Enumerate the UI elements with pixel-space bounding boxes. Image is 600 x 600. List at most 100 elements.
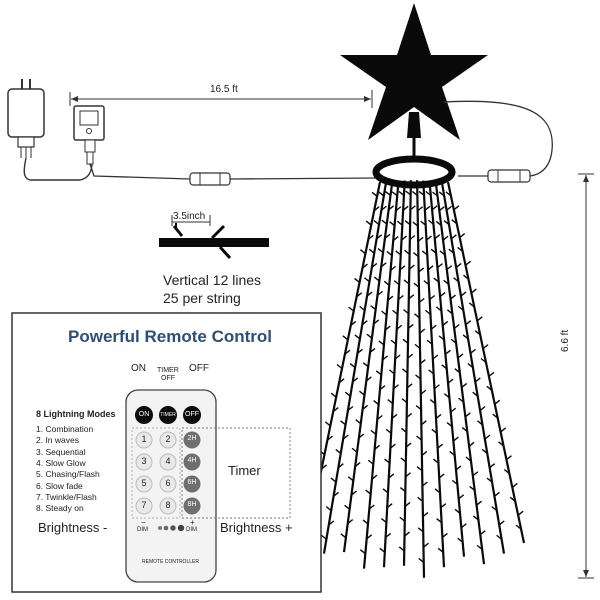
bulb: [351, 490, 357, 496]
mode-button-label: 2: [165, 434, 171, 444]
bulb: [370, 305, 377, 311]
bulb: [494, 399, 501, 405]
bulb: [491, 506, 498, 512]
bulb: [396, 220, 403, 226]
mode-button-2[interactable]: [159, 431, 177, 449]
mode-button-3[interactable]: [135, 453, 153, 471]
bulb: [371, 474, 378, 480]
bulb: [365, 220, 372, 226]
length-label: 16.5 ft: [210, 84, 238, 95]
bulb: [401, 398, 408, 404]
bulb: [446, 309, 453, 315]
top-ring: [372, 155, 456, 189]
bulb: [358, 433, 365, 439]
bulb: [403, 309, 409, 315]
mode-button-1[interactable]: [135, 431, 153, 449]
bulb: [453, 277, 459, 283]
mode-button-label: 3: [141, 456, 147, 466]
bulb: [384, 233, 391, 239]
mode-list-item: 4. Slow Glow: [36, 457, 86, 468]
bulb-spacing-illustration: [159, 215, 269, 260]
timer-button-8H[interactable]: [183, 497, 201, 515]
bulb: [368, 504, 375, 510]
timer-button-4H[interactable]: [183, 453, 201, 471]
bulb: [380, 262, 387, 268]
bulb: [509, 496, 516, 502]
bulb: [461, 427, 468, 433]
bulb: [332, 406, 339, 413]
on-button[interactable]: ON: [138, 411, 150, 418]
bulb: [464, 412, 471, 418]
bulb: [453, 323, 460, 330]
bulb: [454, 508, 461, 514]
bulb: [405, 190, 412, 196]
bulb: [321, 464, 327, 470]
bulb: [376, 414, 383, 421]
bulb: [460, 291, 467, 297]
bulb: [381, 219, 388, 225]
bulb: [389, 443, 396, 449]
mode-list-item: 2. In waves: [36, 435, 79, 446]
mode-button-7[interactable]: [135, 497, 153, 515]
brightness-minus-label: Brightness -: [38, 520, 108, 535]
bulb: [437, 443, 444, 449]
timer-button-6H[interactable]: [183, 475, 201, 493]
dim-minus-symbol: −: [141, 518, 146, 527]
mode-button-label: 8: [165, 500, 171, 510]
bulb: [429, 399, 436, 405]
bulb: [452, 436, 459, 442]
bulb: [438, 206, 445, 212]
mode-button-5[interactable]: [135, 475, 153, 493]
bulb: [419, 359, 426, 365]
timer-button-2H[interactable]: [183, 431, 201, 449]
timer-button[interactable]: TIMER: [160, 412, 176, 418]
bulb: [365, 489, 372, 495]
bulb: [418, 267, 425, 273]
bulb: [462, 334, 469, 340]
mode-button-4[interactable]: [159, 453, 177, 471]
bulb: [377, 248, 384, 254]
mode-button-8[interactable]: [159, 497, 177, 515]
timer-off-callout-2: OFF: [161, 375, 175, 382]
bulb: [373, 319, 380, 325]
bulb: [417, 527, 424, 533]
bulb: [381, 310, 388, 316]
bulb: [457, 537, 464, 543]
bulb: [375, 370, 382, 376]
bulb: [426, 235, 432, 241]
bulb: [403, 279, 410, 285]
bulb: [421, 250, 428, 256]
bulb: [437, 547, 444, 553]
bulb: [376, 234, 383, 240]
bulb: [418, 297, 425, 304]
bulb: [347, 519, 354, 525]
bulb: [421, 450, 428, 456]
bulb: [369, 347, 376, 353]
bulb: [451, 479, 458, 485]
bulb: [344, 504, 351, 510]
bulb: [472, 471, 479, 477]
bulb: [409, 234, 416, 241]
extension-cable: [443, 100, 553, 183]
bulb: [438, 473, 445, 479]
bulb: [476, 316, 483, 322]
bulb: [488, 371, 495, 377]
bulb: [407, 323, 414, 330]
bulb: [417, 236, 424, 242]
bulb: [378, 191, 385, 197]
mode-button-6[interactable]: [159, 475, 177, 493]
off-button[interactable]: OFF: [185, 411, 199, 418]
bulb: [469, 485, 476, 492]
bulb: [481, 448, 488, 454]
bulb: [388, 205, 395, 211]
bulb: [337, 463, 344, 469]
bulb: [493, 491, 500, 497]
bulb: [378, 340, 385, 346]
bulb: [435, 220, 442, 226]
bulb: [443, 279, 450, 285]
bulb: [441, 532, 448, 538]
bulb: [342, 335, 349, 341]
bulb: [479, 405, 486, 412]
bulb: [465, 260, 471, 266]
